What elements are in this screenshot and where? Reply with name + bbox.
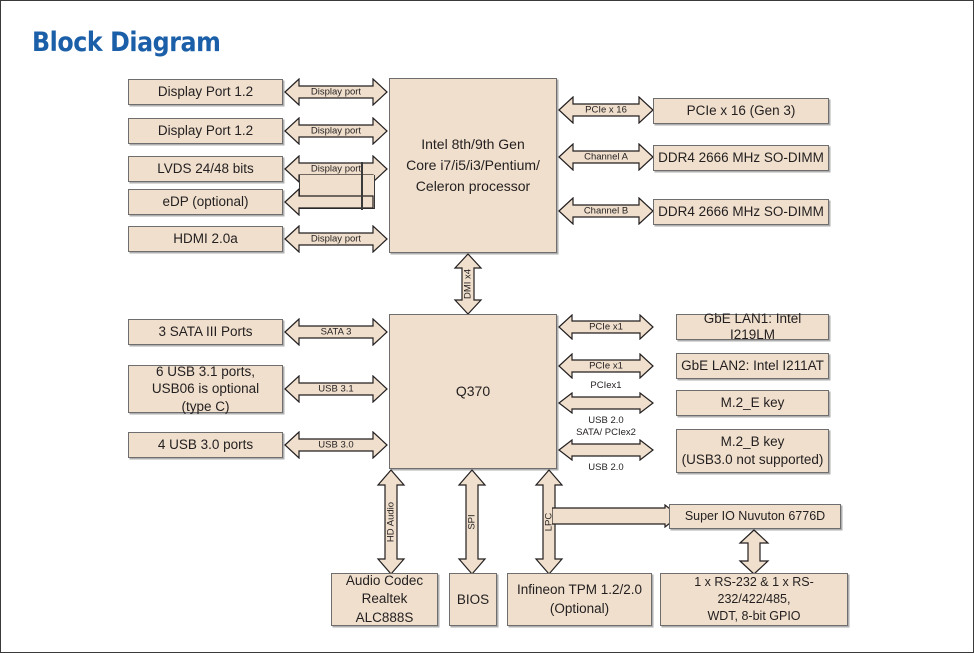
link-hd-audio-arrow: HD Audio: [376, 469, 406, 575]
link-display-port-2-arrow: Display port: [284, 117, 388, 145]
page-title: Block Diagram: [32, 27, 221, 58]
block-usb31[interactable]: 6 USB 3.1 ports, USB06 is optional (type…: [128, 363, 283, 414]
block-pcie16[interactable]: PCIe x 16 (Gen 3): [653, 98, 829, 124]
block-display-port-1[interactable]: Display Port 1.2: [128, 79, 283, 105]
block-usb31-line2: USB06 is optional: [151, 381, 260, 397]
link-display-port-1-label: Display port: [310, 86, 362, 98]
link-m2e-bottom-label: USB 2.0: [588, 415, 624, 426]
link-spi-label: SPI: [466, 514, 478, 530]
block-cpu-line1: Intel 8th/9th Gen: [421, 136, 525, 152]
link-lan2-label: PCIe x1: [589, 360, 623, 372]
link-lan1-arrow: PCIe x1: [558, 314, 654, 340]
block-cpu-line3: Celeron processor: [415, 178, 531, 194]
block-serial-ports-line2: WDT, 8-bit GPIO: [707, 608, 801, 623]
block-q370[interactable]: Q370: [389, 314, 557, 469]
block-m2-b-key-line1: M.2_B key: [720, 434, 785, 450]
block-cpu[interactable]: Intel 8th/9th Gen Core i7/i5/i3/Pentium/…: [389, 78, 557, 253]
link-pcie16-arrow: PCIe x 16: [558, 96, 654, 124]
link-channel-b-label: Channel B: [583, 205, 629, 217]
link-dmi-arrow: DMI x4: [453, 253, 483, 315]
block-usb30[interactable]: 4 USB 3.0 ports: [128, 432, 283, 458]
link-dmi-label: DMI x4: [462, 268, 474, 300]
block-tpm[interactable]: Infineon TPM 1.2/2.0 (Optional): [507, 573, 652, 626]
link-lan1-label: PCIe x1: [589, 321, 623, 333]
link-channel-b-arrow: Channel B: [558, 197, 654, 225]
block-audio-codec[interactable]: Audio Codec Realtek ALC888S: [331, 573, 438, 626]
link-usb30-label: USB 3.0: [318, 439, 354, 451]
link-channel-a-arrow: Channel A: [558, 143, 654, 171]
link-usb31-arrow: USB 3.1: [284, 375, 388, 403]
link-sata-label: SATA 3: [320, 326, 352, 338]
link-pcie16-label: PCIe x 16: [585, 104, 627, 116]
block-lan2[interactable]: GbE LAN2: Intel I211AT: [676, 353, 829, 379]
block-sata[interactable]: 3 SATA III Ports: [128, 319, 283, 345]
link-hdmi-arrow: Display port: [284, 225, 388, 253]
link-hdmi-label: Display port: [310, 233, 362, 245]
block-display-port-2[interactable]: Display Port 1.2: [128, 118, 283, 144]
block-cpu-line2: Core i7/i5/i3/Pentium/: [406, 157, 540, 173]
link-edp-branch-riser: [361, 162, 363, 210]
block-m2-b-key-line2: (USB3.0 not supported): [681, 452, 824, 467]
block-audio-codec-line2: Realtek ALC888S: [355, 591, 414, 625]
block-usb31-line3: (type C): [181, 398, 230, 414]
link-m2b-top-label: SATA/ PCIex2: [576, 427, 636, 438]
link-lan2-arrow: PCIe x1: [558, 353, 654, 379]
link-m2b-bottom-label: USB 2.0: [588, 462, 624, 473]
link-spi-arrow: SPI: [457, 469, 487, 575]
block-tpm-line1: Infineon TPM 1.2/2.0: [516, 582, 643, 598]
block-edp[interactable]: eDP (optional): [128, 189, 283, 215]
link-m2b-arrow: SATA/ PCIex2 USB 2.0: [558, 427, 654, 473]
block-serial-ports-line1: 1 x RS-232 & 1 x RS-232/422/485,: [694, 575, 814, 607]
block-ddr4-a[interactable]: DDR4 2666 MHz SO-DIMM: [653, 145, 829, 171]
block-lan1[interactable]: GbE LAN1: Intel I219LM: [676, 311, 829, 342]
link-superio-serial-arrow: [738, 529, 770, 575]
link-channel-a-label: Channel A: [584, 151, 628, 163]
block-usb31-line1: 6 USB 3.1 ports,: [155, 363, 256, 379]
link-display-port-2-label: Display port: [310, 125, 362, 137]
block-audio-codec-line1: Audio Codec: [345, 573, 424, 589]
link-usb30-arrow: USB 3.0: [284, 431, 388, 459]
block-lvds[interactable]: LVDS 24/48 bits: [128, 156, 283, 182]
block-m2-b-key[interactable]: M.2_B key (USB3.0 not supported): [676, 429, 829, 473]
link-m2e-arrow: PCIex1 USB 2.0: [558, 380, 654, 426]
block-bios[interactable]: BIOS: [449, 573, 497, 626]
link-sata-arrow: SATA 3: [284, 318, 388, 346]
link-superio-arrow: [552, 504, 680, 528]
block-super-io[interactable]: Super IO Nuvuton 6776D: [669, 504, 841, 529]
link-display-port-1-arrow: Display port: [284, 78, 388, 106]
link-lvds-label: Display port: [310, 163, 362, 175]
link-edp-arrow: [284, 188, 388, 216]
link-usb31-label: USB 3.1: [318, 383, 354, 395]
block-m2-e-key[interactable]: M.2_E key: [676, 390, 829, 416]
link-hd-audio-label: HD Audio: [385, 501, 397, 543]
block-hdmi[interactable]: HDMI 2.0a: [128, 226, 283, 252]
block-ddr4-b[interactable]: DDR4 2666 MHz SO-DIMM: [653, 199, 829, 225]
link-m2e-top-label: PCIex1: [590, 380, 622, 391]
block-tpm-line2: (Optional): [549, 600, 610, 616]
block-serial-ports[interactable]: 1 x RS-232 & 1 x RS-232/422/485, WDT, 8-…: [660, 573, 848, 626]
